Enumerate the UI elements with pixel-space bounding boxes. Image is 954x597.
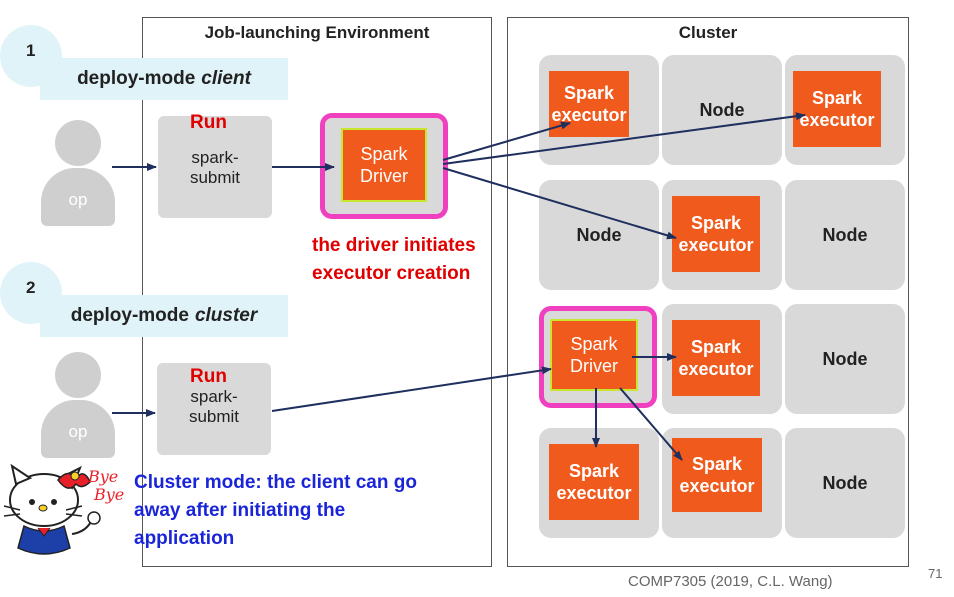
page-number: 71 [928,566,943,581]
spark-executor: Spark executor [672,320,760,396]
spark-driver-client: Spark Driver [320,113,448,219]
operator-person-icon: op [38,352,118,458]
footer-credit: COMP7305 (2019, C.L. Wang) [628,573,833,590]
job-launching-environment-panel: Job-launching Environment [142,17,492,567]
operator-person-icon: op [38,120,118,226]
spark-executor: Spark executor [549,444,639,520]
spark-driver-box: Spark Driver [341,128,427,202]
spark-executor: Spark executor [793,71,881,147]
bye-cartoon-illustration: Bye Bye [2,462,124,566]
spark-driver-box: Spark Driver [550,319,638,391]
run-label: Run [190,112,227,133]
cluster-node: Spark executor [539,55,659,165]
mode-name: client [201,68,251,89]
cluster-node: Spark executor [785,55,905,165]
bye-text: Bye Bye [88,467,125,504]
cluster-node: Node [539,180,659,290]
cluster-node: Node [785,304,905,414]
mode-name: cluster [194,305,258,326]
person-label: op [68,190,88,209]
cluster-node: Node [785,180,905,290]
spark-executor: Spark executor [672,438,762,512]
spark-submit-box: spark- submit [157,363,271,455]
cluster-node: Spark executor [662,180,782,290]
driver-initiates-note: the driver initiates executor creation [312,235,476,284]
spark-submit-box: spark- submit [158,116,272,218]
cluster-mode-note: Cluster mode: the client can go away aft… [134,472,417,549]
spark-executor: Spark executor [549,71,629,137]
cartoon-icon [3,463,101,555]
cluster-node: Spark executor [662,304,782,414]
person-label: op [68,422,88,441]
spark-driver-cluster: Spark Driver [539,306,657,408]
panel-title: Cluster [678,23,738,42]
run-label: Run [190,366,227,387]
cluster-node: Node [662,55,782,165]
panel-title: Job-launching Environment [204,23,430,42]
cluster-node: Node [785,428,905,538]
cluster-node: Spark executor [662,428,782,538]
spark-executor: Spark executor [672,196,760,272]
cluster-node: Spark executor [539,428,659,538]
